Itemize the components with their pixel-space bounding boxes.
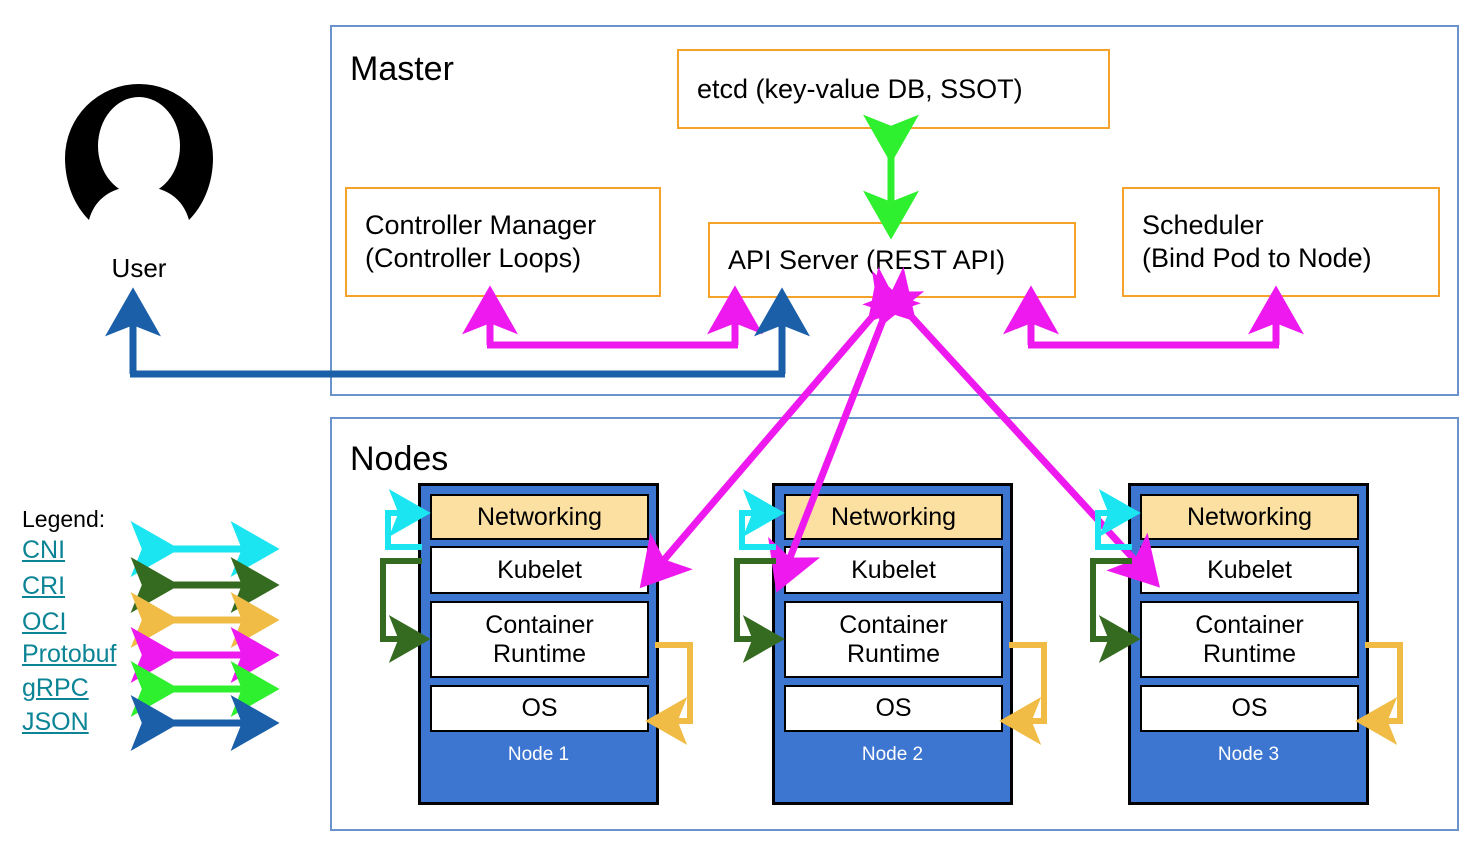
scheduler-label: Scheduler (Bind Pod to Node)	[1142, 210, 1372, 273]
legend-title: Legend:	[22, 506, 106, 532]
controller-manager-box[interactable]: Controller Manager (Controller Loops)	[345, 187, 661, 297]
node-3-container-runtime[interactable]: Container Runtime	[1140, 601, 1359, 678]
controller-manager-label: Controller Manager (Controller Loops)	[365, 210, 597, 273]
etcd-box[interactable]: etcd (key-value DB, SSOT)	[677, 49, 1110, 129]
etcd-label: etcd (key-value DB, SSOT)	[697, 73, 1023, 104]
legend-item-cni[interactable]: CNI	[22, 536, 66, 564]
node-box-2[interactable]: Networking Kubelet Container Runtime OS …	[772, 483, 1013, 805]
legend-item-protobuf[interactable]: Protobuf	[22, 640, 117, 668]
node-1-kubelet-label: Kubelet	[497, 555, 582, 584]
legend-item-oci[interactable]: OCI	[22, 608, 67, 636]
node-1-networking[interactable]: Networking	[430, 494, 649, 540]
node-1-networking-label: Networking	[476, 502, 603, 531]
scheduler-box[interactable]: Scheduler (Bind Pod to Node)	[1122, 187, 1440, 297]
node-3-os-label: OS	[1231, 694, 1268, 722]
node-1-container-runtime[interactable]: Container Runtime	[430, 601, 649, 678]
node-2-kubelet-label: Kubelet	[851, 555, 936, 584]
node-1-os-label: OS	[521, 694, 558, 722]
node-2-name: Node 2	[861, 744, 924, 765]
legend-item-grpc[interactable]: gRPC	[22, 674, 89, 702]
node-1-name: Node 1	[507, 744, 570, 765]
node-3-networking[interactable]: Networking	[1140, 494, 1359, 540]
node-box-3[interactable]: Networking Kubelet Container Runtime OS …	[1128, 483, 1369, 805]
node-2-networking[interactable]: Networking	[784, 494, 1003, 540]
node-box-1[interactable]: Networking Kubelet Container Runtime OS …	[418, 483, 659, 805]
node-3-kubelet[interactable]: Kubelet	[1140, 546, 1359, 594]
master-title: Master	[350, 50, 454, 88]
node-2-os[interactable]: OS	[784, 685, 1003, 732]
api-server-box[interactable]: API Server (REST API)	[708, 222, 1076, 298]
node-3-networking-label: Networking	[1186, 502, 1313, 531]
nodes-title: Nodes	[350, 440, 449, 478]
node-3-name: Node 3	[1217, 744, 1280, 765]
node-2-networking-label: Networking	[830, 502, 957, 531]
node-1-container-runtime-label: Container Runtime	[485, 610, 594, 668]
legend-item-cri[interactable]: CRI	[22, 572, 66, 600]
node-3-kubelet-label: Kubelet	[1207, 555, 1292, 584]
node-1-os[interactable]: OS	[430, 685, 649, 732]
node-3-container-runtime-label: Container Runtime	[1195, 610, 1304, 668]
node-2-kubelet[interactable]: Kubelet	[784, 546, 1003, 594]
node-3-os[interactable]: OS	[1140, 685, 1359, 732]
node-2-container-runtime-label: Container Runtime	[839, 610, 948, 668]
node-2-os-label: OS	[875, 694, 912, 722]
legend-item-json[interactable]: JSON	[22, 708, 89, 736]
api-server-label: API Server (REST API)	[728, 244, 1006, 275]
node-1-kubelet[interactable]: Kubelet	[430, 546, 649, 594]
user-label: User	[111, 253, 167, 283]
node-2-container-runtime[interactable]: Container Runtime	[784, 601, 1003, 678]
